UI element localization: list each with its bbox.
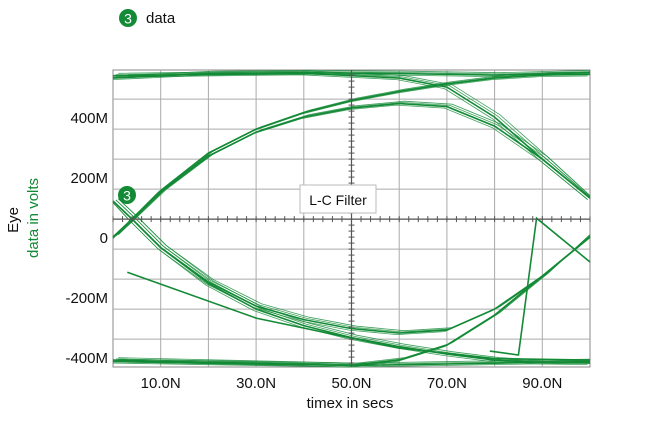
x-axis-label: timex in secs [307,395,394,412]
trace-marker-number: 3 [123,188,131,204]
x-tick-label: 50.0N [331,375,371,392]
trace-rise-full [112,75,588,239]
annotation-box: L-C Filter [299,184,377,214]
y-tick-label: 200M [70,170,108,187]
trace-low-rise [118,234,591,364]
trace-high-drop [118,70,591,196]
y-axis-group-label: Eye [5,207,22,233]
x-tick-label: 70.0N [427,375,467,392]
y-tick-label: 0 [100,230,108,247]
legend-badge-number: 3 [124,11,132,27]
trace-marker-icon [118,186,136,204]
y-tick-label: -400M [65,350,108,367]
x-tick-label: 90.0N [522,375,562,392]
legend-label: data [146,10,176,27]
trace-high-drop [115,71,591,198]
trace-low-rise [115,235,591,365]
trace-low-rise [112,238,588,368]
x-tick-label: 30.0N [236,375,276,392]
x-tick-label: 10.0N [141,375,181,392]
y-tick-label: 400M [70,110,108,127]
trace-high-drop [112,74,588,200]
legend: 3 data [119,9,176,27]
trace-stray-fall [127,271,591,361]
trace-glitch [489,216,591,356]
legend-badge-icon [119,9,137,27]
y-tick-label: -200M [65,290,108,307]
y-axis-label: data in volts [25,178,42,258]
tick-labels: 10.0N 30.0N 50.0N 70.0N 90.0N 400M 200M 0 -200M -… [65,110,562,392]
trace-marker: 3 [118,186,136,204]
trace-high-drop [112,72,591,199]
trace-rise-full [112,73,591,238]
annotation-text: L-C Filter [309,192,367,208]
